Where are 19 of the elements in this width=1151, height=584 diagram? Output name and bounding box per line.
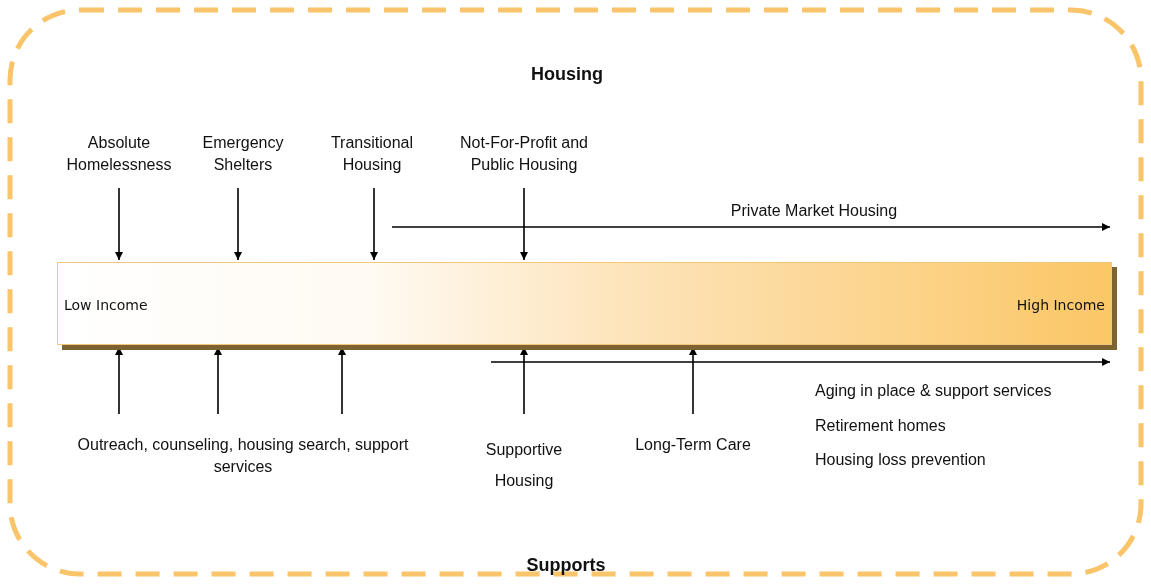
stage-label: Outreach, counseling, housing search, support services: [76, 435, 410, 477]
stage-label: Long-Term Care: [635, 435, 751, 455]
range-label: Aging in place & support services: [815, 381, 1052, 401]
range-label: Private Market Housing: [730, 201, 898, 221]
stage-label: Not-For-Profit and Public Housing: [458, 133, 589, 175]
stage-label: Transitional Housing: [329, 133, 415, 175]
stage-label: Emergency Shelters: [201, 133, 285, 175]
section-heading: Housing: [531, 64, 603, 84]
range-label: Housing loss prevention: [815, 450, 986, 470]
income-label: Low Income: [64, 297, 148, 313]
arrow: [520, 187, 528, 261]
arrow: [115, 187, 123, 261]
section-heading: Supports: [526, 555, 606, 575]
arrow: [370, 187, 378, 261]
stage-label: Supportive Housing: [484, 440, 564, 491]
stage-label: Absolute Homelessness: [65, 133, 173, 175]
income-label: High Income: [1016, 297, 1105, 313]
arrow: [234, 187, 242, 261]
range-label: Retirement homes: [815, 416, 946, 436]
